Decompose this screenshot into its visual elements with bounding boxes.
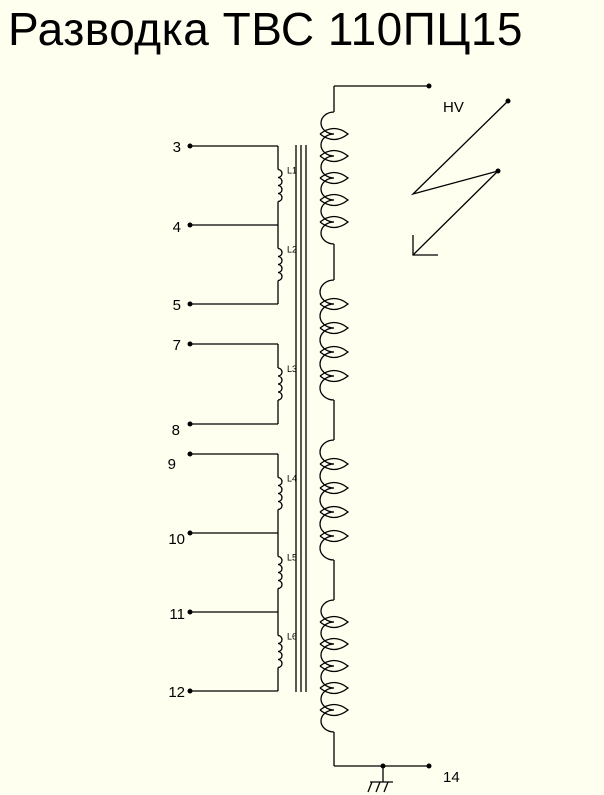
pin-terminal	[187, 609, 193, 615]
coil-loop	[319, 637, 350, 651]
coil-loop	[319, 149, 350, 163]
ground-hatch	[367, 781, 373, 793]
hv-label: HV	[443, 99, 464, 116]
pin-terminal	[187, 143, 193, 149]
coil-loop	[319, 481, 350, 495]
coil-loop	[319, 529, 350, 543]
pin-terminal	[426, 763, 432, 769]
pin-terminal	[187, 301, 193, 307]
pin-label: 8	[172, 422, 180, 439]
pin-label: 12	[168, 684, 185, 701]
pin-terminal	[187, 222, 193, 228]
coil-loop	[319, 369, 350, 383]
hv-winding: 14	[319, 83, 460, 786]
arrow-head	[412, 235, 438, 256]
hv-coil-turns	[319, 439, 335, 561]
pin-label: 5	[173, 297, 181, 314]
coil-loop	[319, 703, 350, 717]
pin-label: 10	[168, 531, 185, 548]
coil-loop	[319, 193, 350, 207]
pin-terminal	[187, 421, 193, 427]
coil-loop	[319, 505, 350, 519]
pin-label: 4	[173, 219, 181, 236]
hv-arrow-symbol: HV	[410, 98, 511, 256]
coil-label: L4	[287, 474, 297, 484]
inductor-coil	[277, 476, 283, 511]
coil-label: L1	[287, 166, 297, 176]
ground-symbol	[367, 766, 393, 793]
transformer-core	[295, 145, 307, 692]
hv-coil-turns	[319, 279, 335, 401]
coil-label: L3	[287, 364, 297, 374]
pin-terminal	[187, 451, 193, 457]
coil-loop	[319, 127, 350, 141]
coil-loop	[319, 681, 350, 695]
inductor-coil	[277, 367, 283, 401]
inductor-coil	[277, 555, 283, 590]
pin-terminal	[187, 530, 193, 536]
coil-loop	[319, 321, 350, 335]
hv-coil-turns	[320, 599, 335, 733]
pin-terminal	[187, 688, 193, 694]
ground-hatch	[383, 781, 389, 793]
hv-zigzag	[410, 100, 509, 256]
pin-terminal	[187, 341, 193, 347]
pin-label: 11	[169, 606, 185, 623]
coil-label: L5	[287, 553, 297, 563]
ground-hatch	[375, 781, 381, 793]
hv-coil-turns	[320, 111, 335, 245]
coil-loop	[319, 659, 350, 673]
pin-label: 7	[173, 337, 181, 354]
coil-loop	[319, 457, 350, 471]
diagram-title: Разводка ТВС 110ПЦ15	[8, 3, 523, 55]
coil-loop	[319, 345, 350, 359]
coil-loop	[319, 615, 350, 629]
coil-label: L6	[287, 632, 297, 642]
pin-label: 3	[173, 139, 181, 156]
coil-loop	[319, 215, 350, 229]
coil-label: L2	[287, 245, 297, 255]
inductor-coil	[277, 634, 283, 669]
inductor-coil	[277, 168, 283, 203]
inductor-coil	[277, 247, 283, 282]
coil-loop	[319, 297, 350, 311]
coil-loop	[319, 171, 350, 185]
hv-terminal	[426, 83, 432, 89]
pin-14-label: 14	[443, 769, 460, 786]
pin-label: 9	[168, 456, 176, 473]
